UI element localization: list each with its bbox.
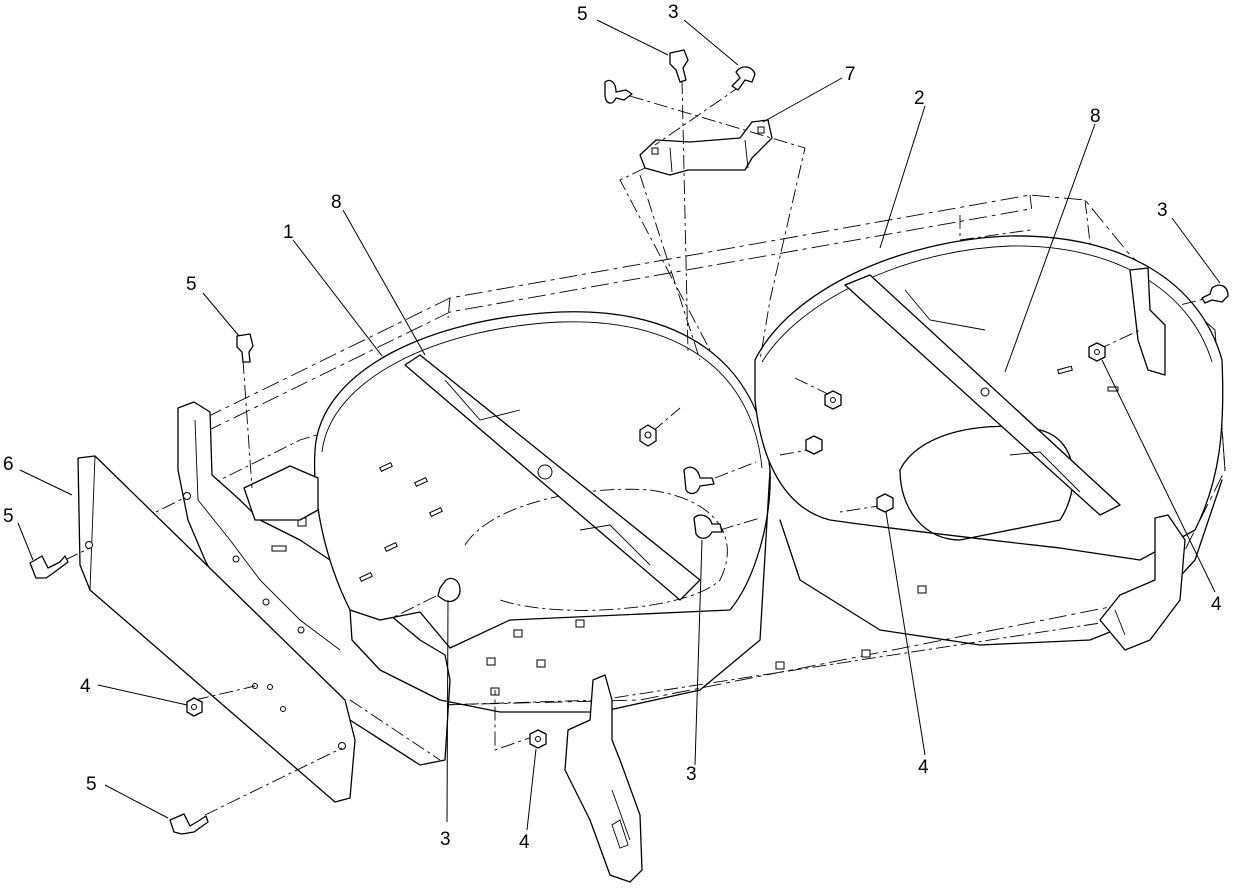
nut-4-mid bbox=[639, 424, 657, 447]
front-skirt-plate bbox=[77, 455, 356, 803]
bolt-5-bottom bbox=[169, 813, 209, 835]
left-side-bracket bbox=[177, 401, 451, 766]
callout-7: 7 bbox=[845, 64, 856, 85]
bolt-5-left-top bbox=[236, 333, 254, 363]
callout-5-top: 5 bbox=[577, 4, 588, 25]
leader-lines bbox=[17, 19, 1221, 831]
callout-4-bottom: 4 bbox=[519, 832, 530, 853]
callout-5-bottom: 5 bbox=[86, 774, 97, 795]
carriage-bolt-3-right bbox=[1201, 284, 1229, 304]
callout-3-bottom-left: 3 bbox=[440, 829, 451, 850]
callout-1: 1 bbox=[283, 222, 294, 243]
carriage-bolt-3-top bbox=[731, 66, 756, 91]
nut-4-mid-b bbox=[805, 435, 823, 455]
bolt-5-left bbox=[29, 555, 69, 579]
callout-3-top: 3 bbox=[668, 2, 679, 23]
callout-3-right: 3 bbox=[1157, 200, 1168, 221]
right-baffle-housing bbox=[754, 235, 1224, 670]
callout-5-left: 5 bbox=[3, 506, 14, 527]
nut-4-bottom bbox=[529, 729, 547, 749]
callout-2: 2 bbox=[914, 88, 925, 109]
callout-4-bottom-right: 4 bbox=[918, 757, 929, 778]
callout-4-left: 4 bbox=[80, 676, 91, 697]
callout-3-bottom-mid: 3 bbox=[686, 764, 697, 785]
callout-6: 6 bbox=[3, 454, 14, 475]
bolt-5-top bbox=[669, 49, 689, 83]
callout-labels: 5 3 7 2 8 3 8 1 5 6 5 4 5 3 4 3 4 4 bbox=[3, 2, 1222, 853]
bottom-hanger-bracket bbox=[564, 674, 643, 883]
bracket-7 bbox=[639, 119, 773, 176]
carriage-bolt-3-left bbox=[437, 577, 461, 603]
nut-4-right-inner bbox=[824, 390, 842, 410]
carriage-bolt-3-mid-a bbox=[683, 466, 715, 495]
callout-8-left: 8 bbox=[331, 192, 342, 213]
callout-5-left-top: 5 bbox=[186, 274, 197, 295]
carriage-bolt-3-mid-b bbox=[693, 514, 723, 539]
nut-4-bottom-right bbox=[876, 493, 894, 513]
nut-4-right bbox=[1088, 342, 1106, 362]
left-baffle-housing bbox=[243, 311, 771, 713]
callout-4-right: 4 bbox=[1211, 594, 1222, 615]
carriage-bolt-3-top-left bbox=[604, 79, 633, 104]
nut-4-left bbox=[186, 697, 203, 717]
callout-8-right: 8 bbox=[1090, 106, 1101, 127]
